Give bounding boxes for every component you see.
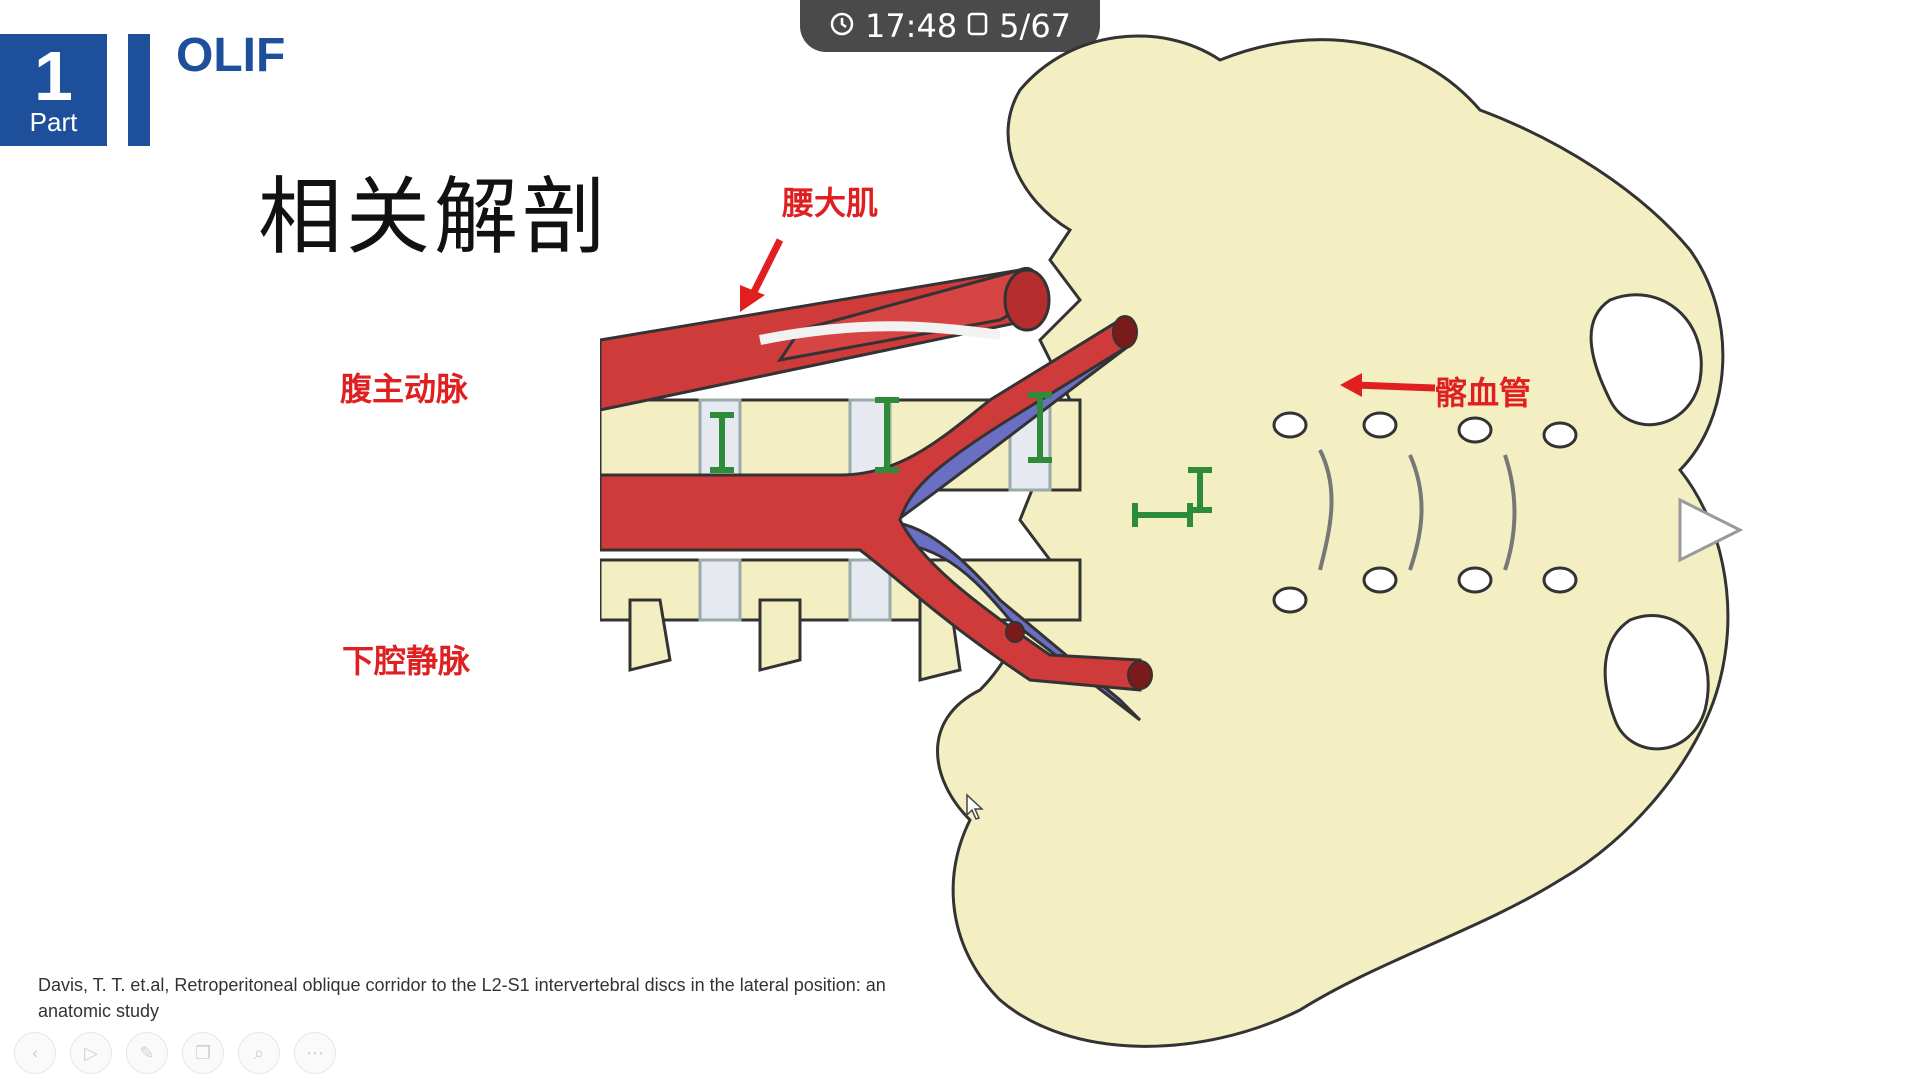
section-title: OLIF [176, 29, 286, 82]
mouse-cursor-icon [966, 793, 984, 820]
pelvis-bone [936, 34, 1744, 1048]
slide-page-counter: 5/67 [999, 7, 1072, 45]
copy-icon[interactable]: ❐ [182, 1032, 224, 1074]
part-label: Part [29, 107, 78, 137]
slide-page-icon [967, 7, 989, 45]
corridor-markers [710, 392, 1212, 527]
slide-heading: 相关解剖 [258, 168, 611, 266]
psoas-muscle [600, 266, 1051, 412]
label-psoas: 腰大肌 [782, 184, 879, 222]
presenter-timer: 17:48 5/67 [800, 0, 1100, 52]
part-divider-bar [128, 34, 150, 146]
prev-icon[interactable]: ‹ [14, 1032, 56, 1074]
label-iliac-vessels: 髂血管 [1435, 374, 1532, 412]
label-aorta: 腹主动脉 [340, 370, 469, 408]
label-ivc: 下腔静脉 [342, 642, 471, 680]
annotation-arrows [740, 238, 1436, 397]
citation-line-1: Davis, T. T. et.al, Retroperitoneal obli… [38, 975, 886, 995]
anatomy-illustration [600, 34, 1744, 1048]
play-icon[interactable]: ▷ [70, 1032, 112, 1074]
part-badge: 1 Part [0, 34, 107, 146]
presenter-toolbar: ‹ ▷ ✎ ❐ ⌕ ⋯ [14, 1032, 336, 1074]
pen-icon[interactable]: ✎ [126, 1032, 168, 1074]
citation-line-2: anatomic study [38, 1001, 160, 1021]
timer-time: 17:48 [864, 7, 958, 45]
clock-icon [829, 7, 855, 45]
zoom-icon[interactable]: ⌕ [238, 1032, 280, 1074]
citation: Davis, T. T. et.al, Retroperitoneal obli… [38, 972, 988, 1024]
more-icon[interactable]: ⋯ [294, 1032, 336, 1074]
part-number: 1 [34, 37, 73, 115]
abdominal-aorta [600, 315, 1153, 692]
